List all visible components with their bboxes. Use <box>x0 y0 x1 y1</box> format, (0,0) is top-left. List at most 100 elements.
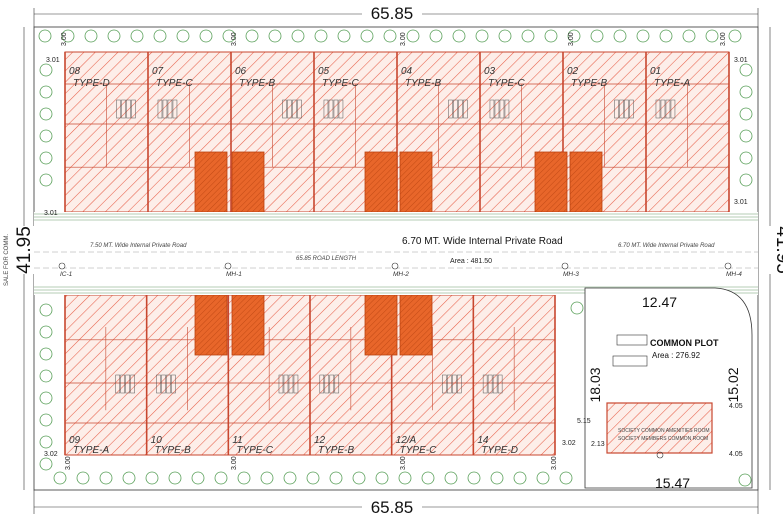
tree-icon <box>84 29 98 43</box>
tree-icon <box>39 391 53 405</box>
tree-icon <box>536 471 550 485</box>
tree-icon <box>39 107 53 121</box>
setback-road-left: 3.01 <box>44 210 58 217</box>
unit-number: 09 <box>69 435 81 446</box>
tree-icon <box>360 29 374 43</box>
common-plot-area: Area : 276.92 <box>652 351 701 360</box>
tree-icon <box>214 471 228 485</box>
road-right-label: 6.70 MT. Wide Internal Private Road <box>618 243 715 249</box>
stair-core <box>399 294 433 356</box>
stair-core <box>364 294 398 356</box>
setback-low-right: 3.02 <box>562 440 576 447</box>
tree-icon <box>283 471 297 485</box>
unit-type: TYPE-D <box>481 445 518 456</box>
tree-icon <box>544 29 558 43</box>
setback-mid-1: 3.00 <box>231 32 238 46</box>
unit-type: TYPE-B <box>318 445 354 456</box>
small-dim-a1: 4.05 <box>729 403 743 410</box>
tree-icon <box>130 29 144 43</box>
tree-icon <box>521 29 535 43</box>
top-building-block: 08TYPE-D07TYPE-C06TYPE-B05TYPE-C04TYPE-B… <box>64 51 730 213</box>
unit-number: 12 <box>314 435 326 446</box>
tree-icon <box>375 471 389 485</box>
tree-icon <box>237 471 251 485</box>
common-bottom-dim: 15.47 <box>655 475 690 491</box>
unit-type: TYPE-C <box>156 78 193 89</box>
tree-icon <box>337 29 351 43</box>
bottom-dimension: 65.85 <box>33 490 759 517</box>
manhole-icon <box>391 262 399 270</box>
setback-side-left: 3.01 <box>46 57 60 64</box>
tree-icon <box>559 471 573 485</box>
unit-type: TYPE-B <box>239 78 275 89</box>
tree-icon <box>636 29 650 43</box>
stair-core <box>194 294 228 356</box>
stair-core <box>569 151 603 213</box>
manhole-label: IC-1 <box>60 271 73 278</box>
tree-icon <box>122 471 136 485</box>
manhole-label: MH-4 <box>726 271 742 278</box>
setback-b-4: 3.00 <box>551 456 558 470</box>
tree-icon <box>429 29 443 43</box>
unit-type: TYPE-B <box>405 78 441 89</box>
manhole-label: MH-3 <box>563 271 579 278</box>
right-height-label: 41.95 <box>772 226 783 274</box>
unit-type: TYPE-B <box>155 445 191 456</box>
unit-type: TYPE-C <box>236 445 273 456</box>
road-left-label: 7.50 MT. Wide Internal Private Road <box>90 243 187 249</box>
tree-icon <box>199 29 213 43</box>
tree-icon <box>421 471 435 485</box>
setback-mid-2: 3.00 <box>400 32 407 46</box>
road-title: 6.70 MT. Wide Internal Private Road <box>402 236 563 247</box>
tree-icon <box>739 129 753 143</box>
common-plot: 12.47 18.03 15.02 15.47 COMMON PLOT Area… <box>570 287 753 491</box>
tree-icon <box>383 29 397 43</box>
tree-icon <box>39 173 53 187</box>
manhole-icon <box>724 262 732 270</box>
stair-core <box>399 151 433 213</box>
setback-top-left: 3.00 <box>61 32 68 46</box>
manhole-label: MH-1 <box>226 271 242 278</box>
common-plot-title: COMMON PLOT <box>650 338 719 348</box>
left-height-label: 41.95 <box>14 226 35 274</box>
tree-icon <box>406 29 420 43</box>
unit-number: 14 <box>477 435 489 446</box>
tree-icon <box>398 471 412 485</box>
tree-icon <box>567 29 581 43</box>
tree-icon <box>498 29 512 43</box>
tree-icon <box>705 29 719 43</box>
manhole-icon <box>224 262 232 270</box>
setback-top-right: 3.00 <box>720 32 727 46</box>
tree-icon <box>145 471 159 485</box>
small-dim-b: 5.15 <box>577 418 591 425</box>
tree-icon <box>53 471 67 485</box>
stair-core <box>364 151 398 213</box>
unit-number: 06 <box>235 66 247 77</box>
unit-type: TYPE-A <box>654 78 690 89</box>
tree-icon <box>39 325 53 339</box>
small-dim-c: 2.13 <box>591 441 605 448</box>
tree-icon <box>467 471 481 485</box>
top-dimension: 65.85 <box>33 3 759 27</box>
tree-icon <box>329 471 343 485</box>
tree-icon <box>153 29 167 43</box>
bottom-width-label: 65.85 <box>371 498 414 517</box>
unit-number: 07 <box>152 66 164 77</box>
tree-icon <box>590 29 604 43</box>
stair-core <box>194 151 228 213</box>
tree-icon <box>306 471 320 485</box>
tree-icon <box>39 369 53 383</box>
unit-number: 05 <box>318 66 330 77</box>
road-center-label: 65.85 ROAD LENGTH <box>296 256 357 262</box>
tree-icon <box>39 303 53 317</box>
common-right-dim: 15.02 <box>725 367 741 402</box>
tree-icon <box>613 29 627 43</box>
unit-number: 11 <box>232 435 242 446</box>
tree-icon <box>314 29 328 43</box>
tree-icon <box>176 29 190 43</box>
tree-icon <box>99 471 113 485</box>
top-width-label: 65.85 <box>371 4 414 23</box>
tree-icon <box>728 29 742 43</box>
tree-icon <box>39 129 53 143</box>
unit-number: 04 <box>401 66 413 77</box>
